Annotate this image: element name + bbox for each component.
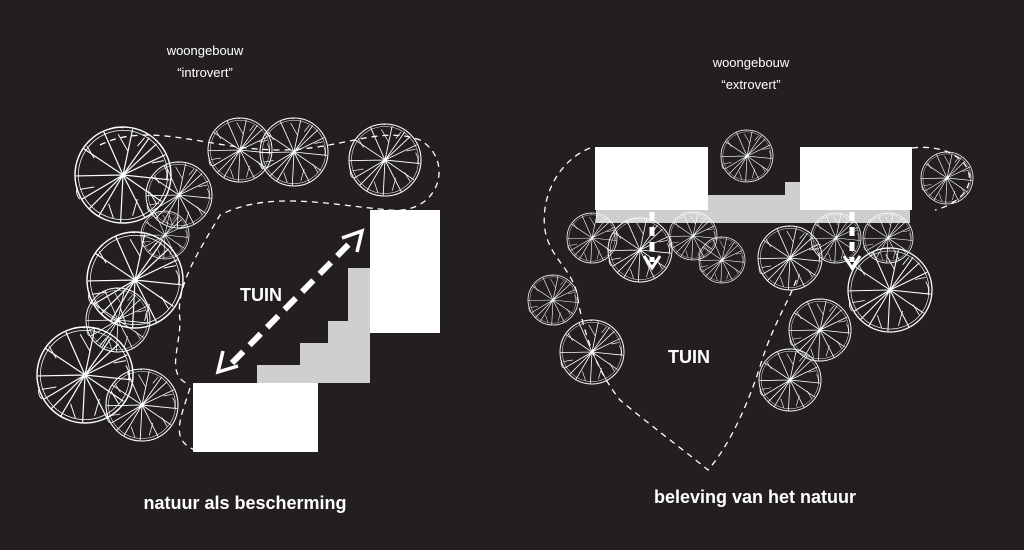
- tree-icon: [145, 161, 213, 229]
- left-building-type: woongebouw: [166, 43, 244, 58]
- building-block-right-left: [595, 147, 708, 210]
- building-block-right-right: [800, 147, 912, 210]
- tree-icon: [259, 117, 329, 187]
- down-arrow-icon: [842, 212, 862, 271]
- garden-boundary-left: [99, 134, 440, 386]
- right-panel: [527, 129, 974, 471]
- down-arrow-icon: [642, 212, 662, 271]
- right-building-type: woongebouw: [712, 55, 790, 70]
- tree-icon: [559, 319, 625, 385]
- dashed-double-arrow-icon: [215, 228, 365, 375]
- tree-icon: [720, 129, 774, 183]
- left-character: “introvert”: [177, 65, 233, 80]
- tree-icon: [788, 298, 852, 362]
- tree-icon: [757, 225, 823, 291]
- left-panel: [36, 117, 440, 452]
- left-garden-label: TUIN: [240, 285, 282, 305]
- tree-icon: [698, 236, 746, 284]
- tree-icon: [847, 247, 933, 333]
- tree-icon: [758, 348, 822, 412]
- tree-icon: [920, 151, 974, 205]
- stepped-connector-left: [257, 268, 370, 383]
- tree-icon: [527, 274, 579, 326]
- left-caption: natuur als bescherming: [143, 493, 347, 513]
- tree-icon: [607, 217, 673, 283]
- building-block-left-top: [370, 210, 440, 333]
- right-garden-label: TUIN: [668, 347, 710, 367]
- tree-icon: [36, 326, 134, 424]
- right-character: “extrovert”: [721, 77, 781, 92]
- tree-icon: [566, 212, 618, 264]
- garden-boundary-right-top: [911, 146, 971, 211]
- garden-boundary-left-bottom: [178, 387, 196, 451]
- building-block-left-bottom: [193, 383, 318, 452]
- tree-icon: [86, 231, 184, 329]
- garden-boundary-right: [543, 147, 799, 471]
- right-caption: beleving van het natuur: [653, 487, 857, 507]
- connector-bar-right: [596, 182, 910, 223]
- tree-icon: [105, 368, 179, 442]
